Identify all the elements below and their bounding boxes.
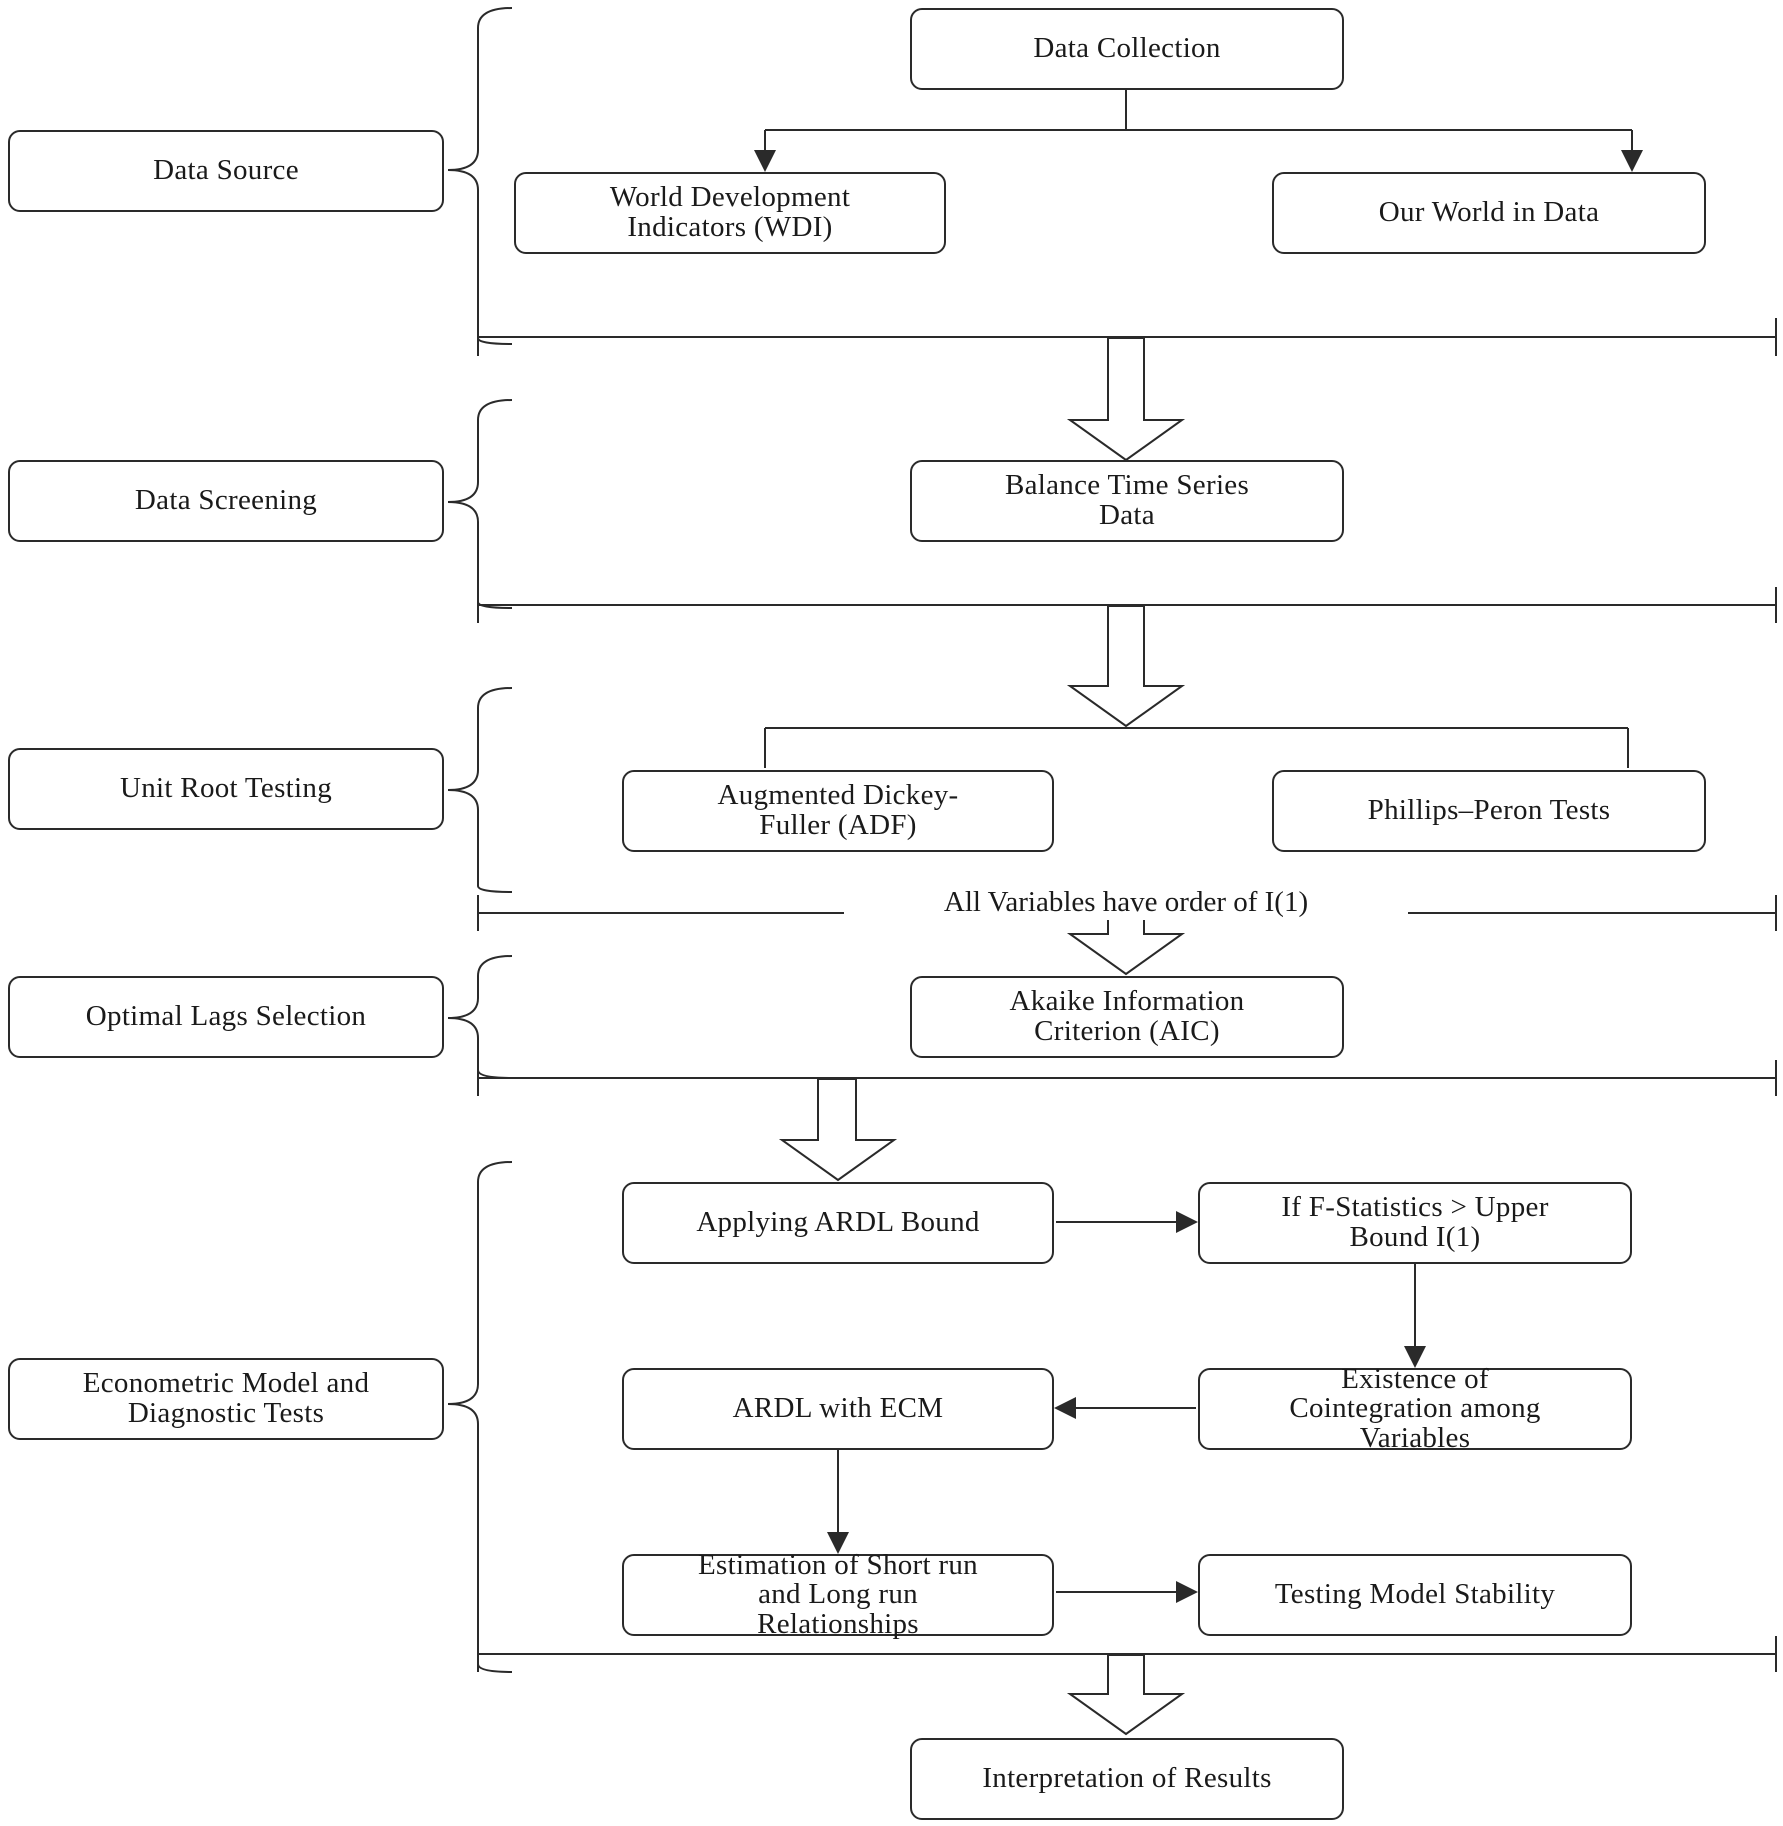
step-estimation-label: Estimation of Short run and Long run Rel… xyxy=(698,1548,978,1640)
step-estimation: Estimation of Short run and Long run Rel… xyxy=(622,1550,1054,1639)
step-balance-label: Balance Time Series Data xyxy=(1004,469,1250,531)
step-aic: Akaike Information Criterion (AIC) xyxy=(910,976,1344,1058)
step-interpretation-label: Interpretation of Results xyxy=(982,1762,1272,1795)
brace-unit-root xyxy=(447,687,513,893)
stage-optimal-lags: Optimal Lags Selection xyxy=(8,976,444,1058)
block-arrow-5 xyxy=(1066,1654,1186,1736)
stage-data-source: Data Source xyxy=(8,130,444,212)
brace-data-screening xyxy=(447,399,513,609)
step-adf-label: Augmented Dickey- Fuller (ADF) xyxy=(717,779,959,841)
step-pp-label: Phillips–Peron Tests xyxy=(1367,794,1611,827)
step-interpretation: Interpretation of Results xyxy=(910,1738,1344,1820)
step-stability-label: Testing Model Stability xyxy=(1274,1578,1556,1611)
step-cointegration: Existence of Cointegration among Variabl… xyxy=(1198,1364,1632,1453)
stage-data-screening-label: Data Screening xyxy=(134,484,318,517)
step-aic-label: Akaike Information Criterion (AIC) xyxy=(1009,985,1245,1047)
step-ardl-ecm-label: ARDL with ECM xyxy=(732,1392,944,1425)
stage-econometric: Econometric Model and Diagnostic Tests xyxy=(8,1358,444,1440)
step-f-stat: If F-Statistics > Upper Bound I(1) xyxy=(1198,1182,1632,1264)
brace-econometric xyxy=(447,1161,513,1673)
stage-unit-root-testing: Unit Root Testing xyxy=(8,748,444,830)
step-data-collection: Data Collection xyxy=(910,8,1344,90)
brace-optimal-lags xyxy=(447,955,513,1079)
step-cointegration-label: Existence of Cointegration among Variabl… xyxy=(1289,1362,1541,1454)
brace-data-source xyxy=(447,7,513,345)
block-arrow-3 xyxy=(1066,913,1186,976)
order-note: All Variables have order of I(1) xyxy=(844,884,1408,920)
step-pp: Phillips–Peron Tests xyxy=(1272,770,1706,852)
step-adf: Augmented Dickey- Fuller (ADF) xyxy=(622,770,1054,852)
block-arrow-4 xyxy=(778,1078,898,1182)
block-arrow-2 xyxy=(1066,605,1186,728)
stage-econometric-label: Econometric Model and Diagnostic Tests xyxy=(82,1367,370,1429)
step-f-stat-label: If F-Statistics > Upper Bound I(1) xyxy=(1281,1191,1549,1253)
stage-data-screening: Data Screening xyxy=(8,460,444,542)
stage-data-source-label: Data Source xyxy=(153,154,299,187)
step-owid-label: Our World in Data xyxy=(1378,196,1600,229)
step-wdi-label: World Development Indicators (WDI) xyxy=(609,181,851,243)
step-ardl-ecm: ARDL with ECM xyxy=(622,1368,1054,1450)
step-wdi: World Development Indicators (WDI) xyxy=(514,172,946,254)
stage-optimal-lags-label: Optimal Lags Selection xyxy=(85,1000,367,1033)
step-owid: Our World in Data xyxy=(1272,172,1706,254)
step-ardl-bound-label: Applying ARDL Bound xyxy=(696,1206,980,1239)
step-data-collection-label: Data Collection xyxy=(1033,32,1221,65)
stage-unit-root-testing-label: Unit Root Testing xyxy=(120,772,332,805)
block-arrow-1 xyxy=(1066,337,1186,462)
step-balance: Balance Time Series Data xyxy=(910,460,1344,542)
step-stability: Testing Model Stability xyxy=(1198,1554,1632,1636)
step-ardl-bound: Applying ARDL Bound xyxy=(622,1182,1054,1264)
